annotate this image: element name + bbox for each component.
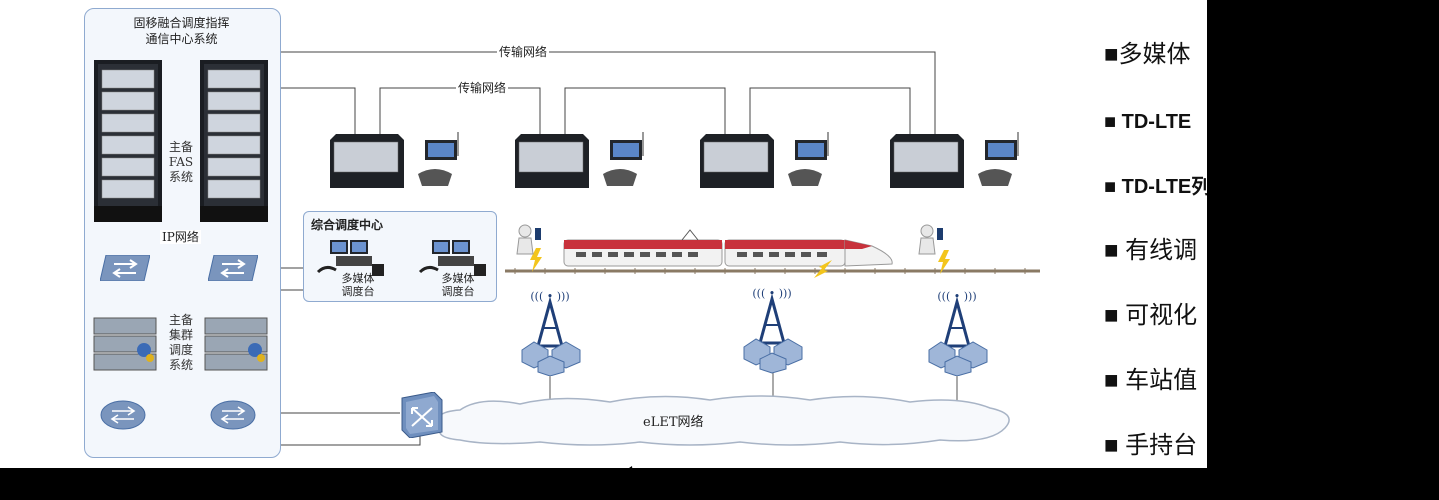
core-router-right — [210, 400, 256, 430]
station-equipment-3 — [700, 132, 829, 188]
transport-network-mid-label: 传输网络 — [456, 81, 509, 95]
elet-core-switch — [401, 392, 443, 438]
fas-label-line1: 主备 — [168, 140, 193, 154]
base-station-tower-1: ((( • ))) — [521, 290, 581, 376]
fas-label: 主备 FAS 系统 — [162, 140, 200, 185]
base-station-tower-2: ((( • ))) — [743, 287, 803, 374]
signal-lightning-3 — [938, 250, 950, 274]
cluster-label-line3: 调度 — [168, 343, 193, 357]
ip-router-right — [208, 255, 258, 281]
console-b-label-line2: 调度台 — [441, 285, 475, 298]
ip-network-label: IP网络 — [160, 230, 201, 244]
cluster-server-primary — [93, 317, 157, 371]
transport-network-top-label: 传输网络 — [497, 45, 550, 59]
bullet-item-1: ■多媒体 — [1104, 41, 1191, 68]
bullet-item-6: ■ 车站值 — [1104, 367, 1198, 394]
bullet-item-3: ■ TD-LTE列 — [1104, 176, 1212, 198]
dispatch-console-b — [418, 240, 486, 276]
console-b-label: 多媒体 调度台 — [428, 272, 488, 298]
console-b-label-line1: 多媒体 — [441, 272, 475, 285]
high-speed-train — [563, 229, 893, 267]
cluster-label-line1: 主备 — [168, 313, 193, 327]
fas-rack-primary — [94, 60, 162, 222]
cluster-label-line4: 系统 — [168, 358, 193, 372]
dispatch-console-a — [316, 240, 384, 276]
signal-lightning-2 — [814, 260, 832, 278]
handheld-user-1 — [516, 224, 541, 255]
crop-mask-notch — [236, 466, 636, 500]
fas-rack-backup — [200, 60, 268, 222]
system-center-title: 固移融合调度指挥 通信中心系统 — [84, 15, 279, 47]
cluster-label-line2: 集群 — [168, 328, 193, 342]
system-center-title-line1: 固移融合调度指挥 — [133, 16, 230, 30]
elet-cloud — [436, 395, 1010, 446]
ip-router-left — [100, 255, 150, 281]
crop-mask-right — [1207, 0, 1439, 500]
crop-mask-bottom — [0, 468, 1439, 500]
elet-network-label: eLET网络 — [643, 415, 704, 430]
railway-track — [505, 268, 1040, 274]
station-equipment-2 — [515, 132, 644, 188]
bullet-item-4: ■ 有线调 — [1104, 237, 1198, 264]
dispatch-center-title: 综合调度中心 — [311, 218, 384, 232]
bullet-item-7: ■ 手持台 — [1104, 432, 1198, 459]
system-center-title-line2: 通信中心系统 — [145, 32, 218, 46]
bullet-item-5: ■ 可视化 — [1104, 302, 1198, 329]
console-a-label: 多媒体 调度台 — [328, 272, 388, 298]
handheld-user-2 — [918, 224, 943, 255]
console-a-label-line1: 多媒体 — [341, 272, 375, 285]
base-station-tower-3: ((( • ))) — [928, 290, 988, 376]
cluster-label: 主备 集群 调度 系统 — [162, 313, 200, 373]
fas-label-line2: FAS — [168, 155, 194, 169]
console-a-label-line2: 调度台 — [341, 285, 375, 298]
fas-label-line3: 系统 — [168, 170, 193, 184]
station-equipment-1 — [330, 132, 459, 188]
station-equipment-4 — [890, 132, 1019, 188]
cluster-server-backup — [204, 317, 268, 371]
bullet-item-2: ■ TD-LTE — [1104, 111, 1192, 133]
core-router-left — [100, 400, 146, 430]
